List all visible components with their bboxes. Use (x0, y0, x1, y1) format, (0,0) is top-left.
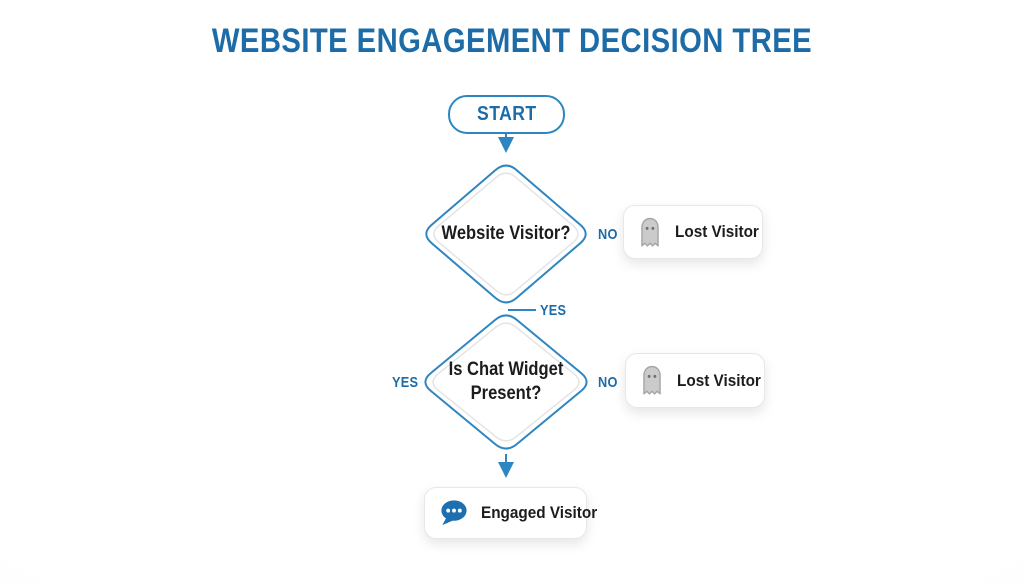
decision-diamond-1-inner-outline (433, 172, 579, 296)
ghost-icon (643, 365, 661, 395)
outcome-label: Engaged Visitor (481, 503, 598, 522)
decision1-node: Website Visitor? (421, 161, 591, 307)
decision2-node: Is Chat Widget Present? (420, 311, 592, 453)
start-node: START (448, 95, 565, 134)
outcome-label: Lost Visitor (677, 370, 761, 390)
ghost-icon (641, 217, 659, 247)
outcome-lost-visitor-2: Lost Visitor (625, 353, 765, 408)
outcome-engaged-visitor: Engaged Visitor (424, 487, 597, 539)
outcome-lost-visitor-1: Lost Visitor (623, 205, 763, 259)
edge-label-yes-2: YES (392, 374, 419, 391)
edge-label-yes-1: YES (540, 302, 567, 319)
page-title: WEBSITE ENGAGEMENT DECISION TREE (211, 22, 813, 60)
outcome-label: Lost Visitor (675, 222, 759, 241)
decision2-question: Is Chat Widget Present? (448, 359, 564, 404)
start-label: START (476, 103, 537, 125)
chat-bubble-icon (441, 500, 467, 526)
decision1-question: Website Visitor? (441, 223, 571, 245)
decision-diamond-2-inner-outline (432, 322, 580, 442)
edge-label-no-1: NO (598, 226, 618, 243)
edge-label-no-2: NO (598, 374, 618, 391)
